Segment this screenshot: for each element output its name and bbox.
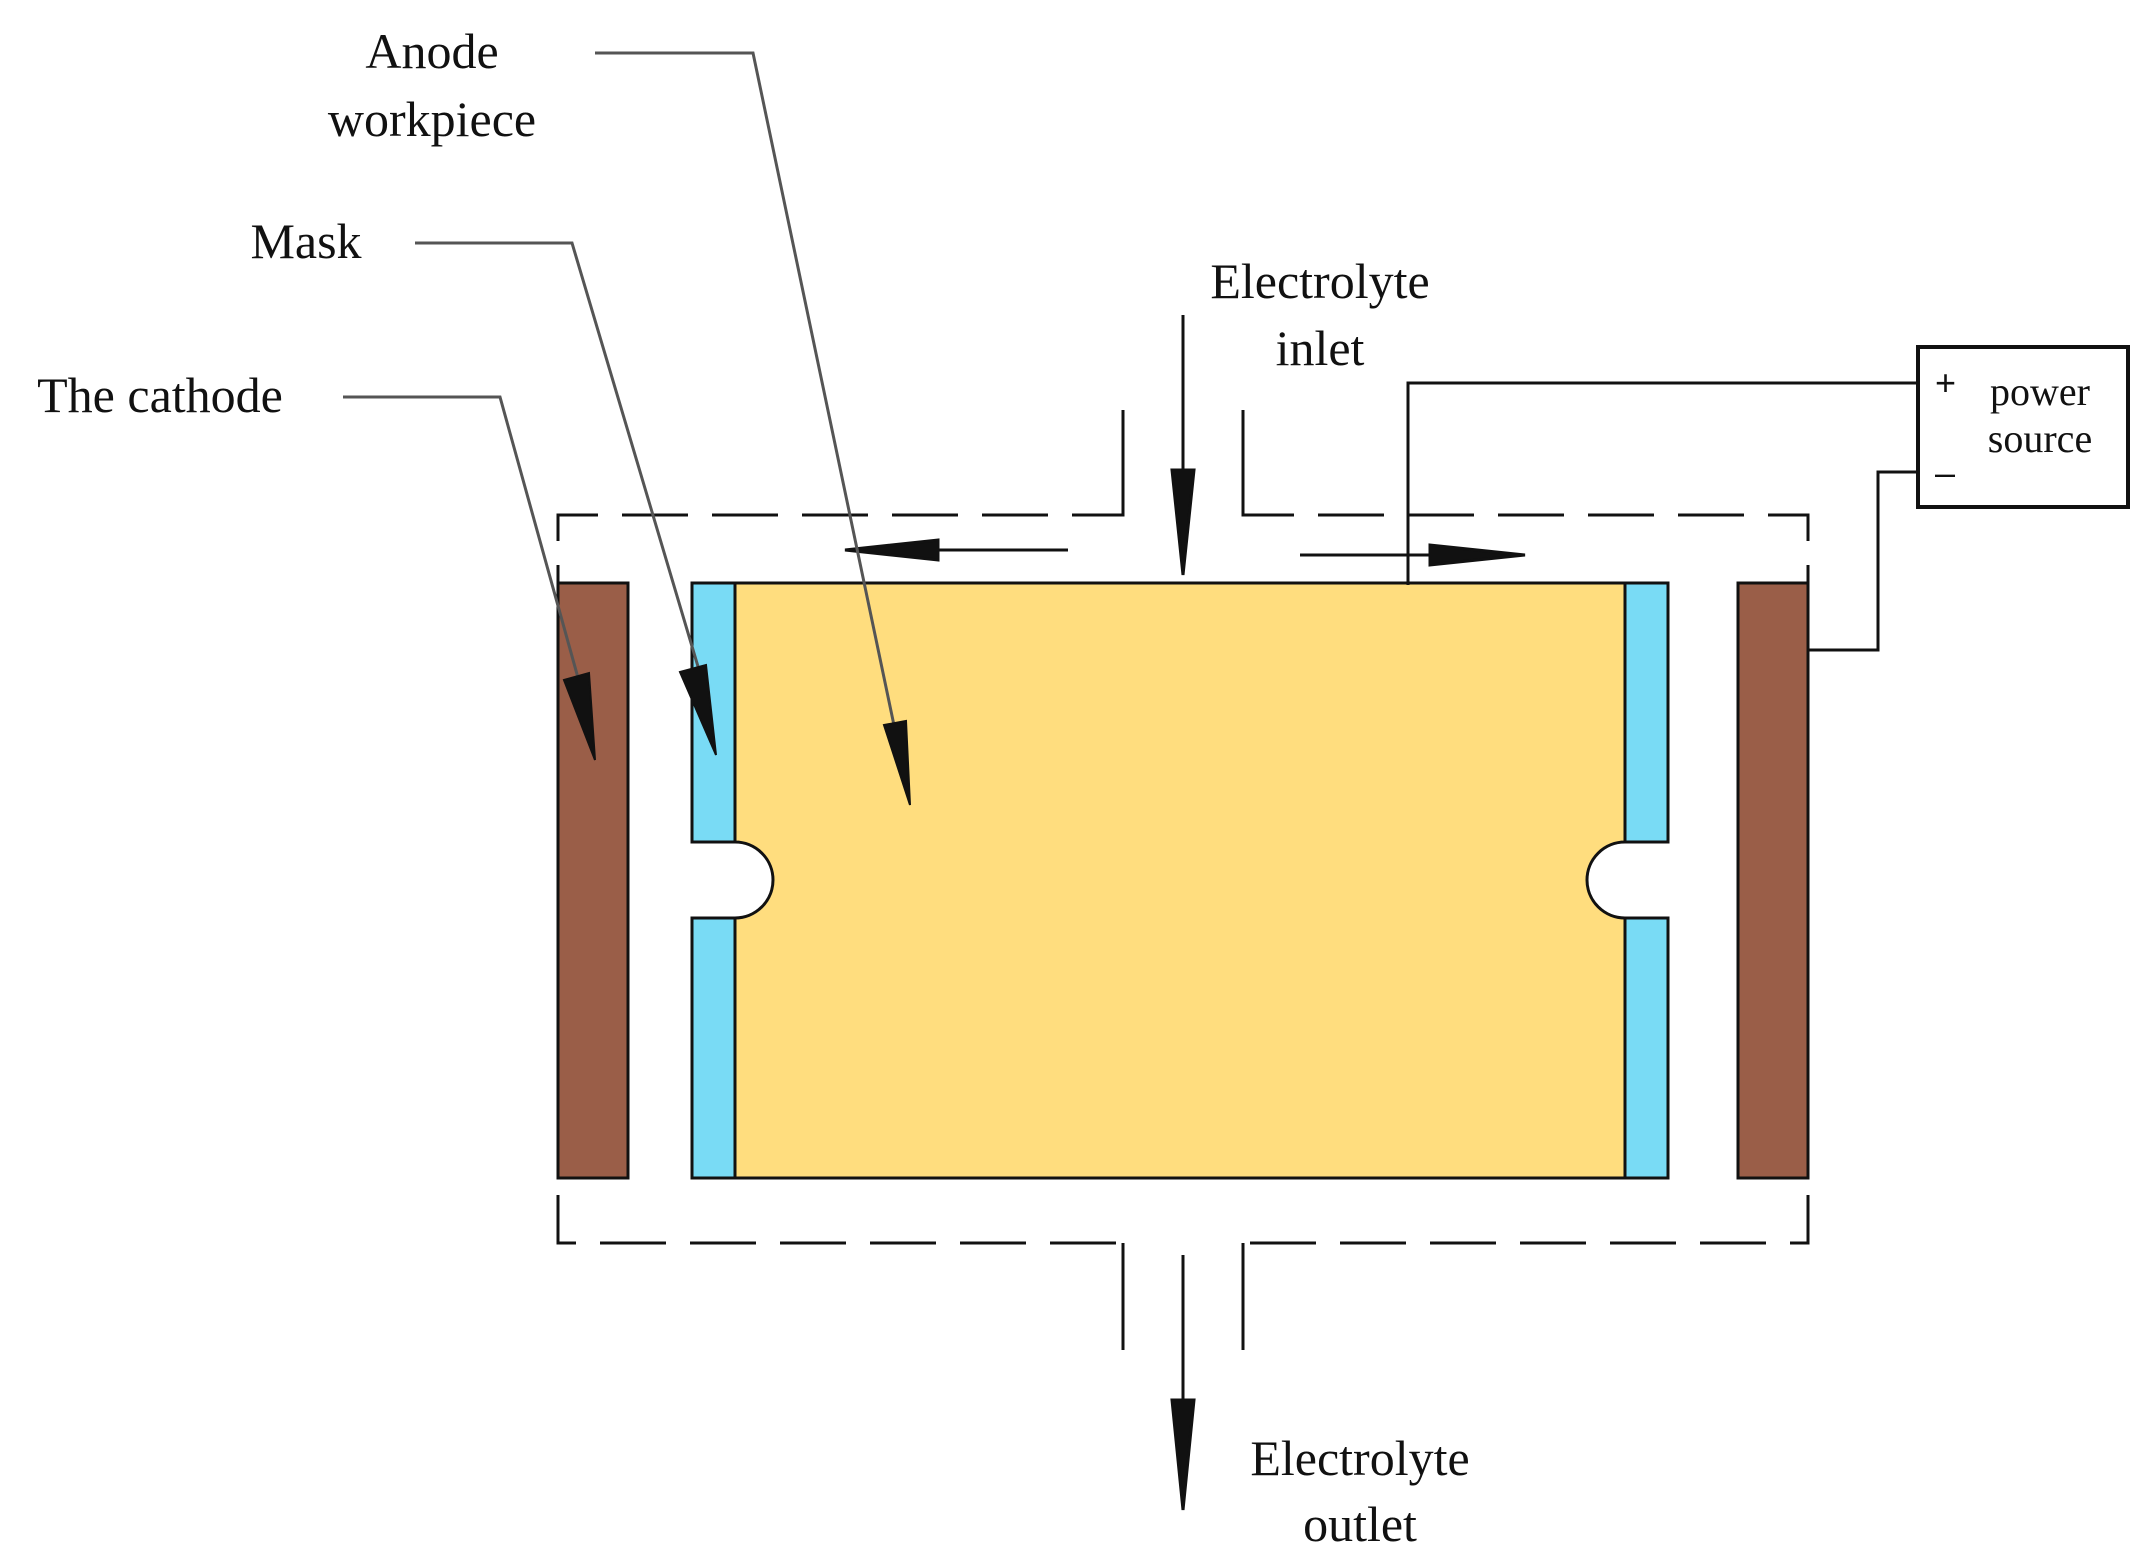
power-source-box bbox=[1916, 345, 2130, 509]
negative-wire bbox=[1808, 470, 1918, 652]
mask-right-upper bbox=[1623, 581, 1670, 844]
cathode-left bbox=[556, 581, 630, 1180]
left-flow-arrowhead bbox=[844, 538, 940, 562]
outlet-label-2: outlet bbox=[1303, 1496, 1417, 1552]
mask-label: Mask bbox=[250, 213, 361, 269]
positive-wire bbox=[1406, 381, 1918, 585]
mask-left-lower bbox=[690, 916, 737, 1180]
inlet-label-1: Electrolyte bbox=[1210, 253, 1429, 309]
mask-right-lower bbox=[1623, 916, 1670, 1180]
cathode-right bbox=[1736, 581, 1810, 1180]
anode-leader-arrowhead bbox=[882, 719, 911, 806]
power-source-minus: – bbox=[1935, 452, 1955, 493]
power-source-plus: + bbox=[1935, 362, 1956, 403]
outlet-label-1: Electrolyte bbox=[1250, 1430, 1469, 1486]
right-flow-arrowhead bbox=[1428, 543, 1526, 567]
mask-leader-line bbox=[415, 241, 704, 681]
power-source-label-2: source bbox=[1988, 416, 2092, 461]
anode-leader-line bbox=[595, 51, 897, 731]
inlet-label-2: inlet bbox=[1276, 320, 1365, 376]
cathode-label: The cathode bbox=[37, 367, 283, 423]
channel-walls bbox=[1121, 410, 1245, 1350]
inlet-flow-arrowhead bbox=[1170, 468, 1196, 576]
power-source-label-1: power bbox=[1990, 369, 2090, 414]
outlet-flow-arrowhead bbox=[1170, 1398, 1196, 1511]
cathode-leader-line bbox=[343, 395, 582, 686]
cathode-leader-arrowhead bbox=[562, 671, 596, 761]
leader-lines bbox=[343, 51, 897, 731]
mask-leader-arrowhead bbox=[678, 663, 717, 756]
leader-arrowheads bbox=[562, 663, 911, 806]
anode-label-1: Anode bbox=[365, 23, 498, 79]
anode-workpiece bbox=[733, 581, 1627, 1180]
power-wiring bbox=[1406, 381, 1918, 652]
anode-label-2: workpiece bbox=[328, 91, 536, 147]
